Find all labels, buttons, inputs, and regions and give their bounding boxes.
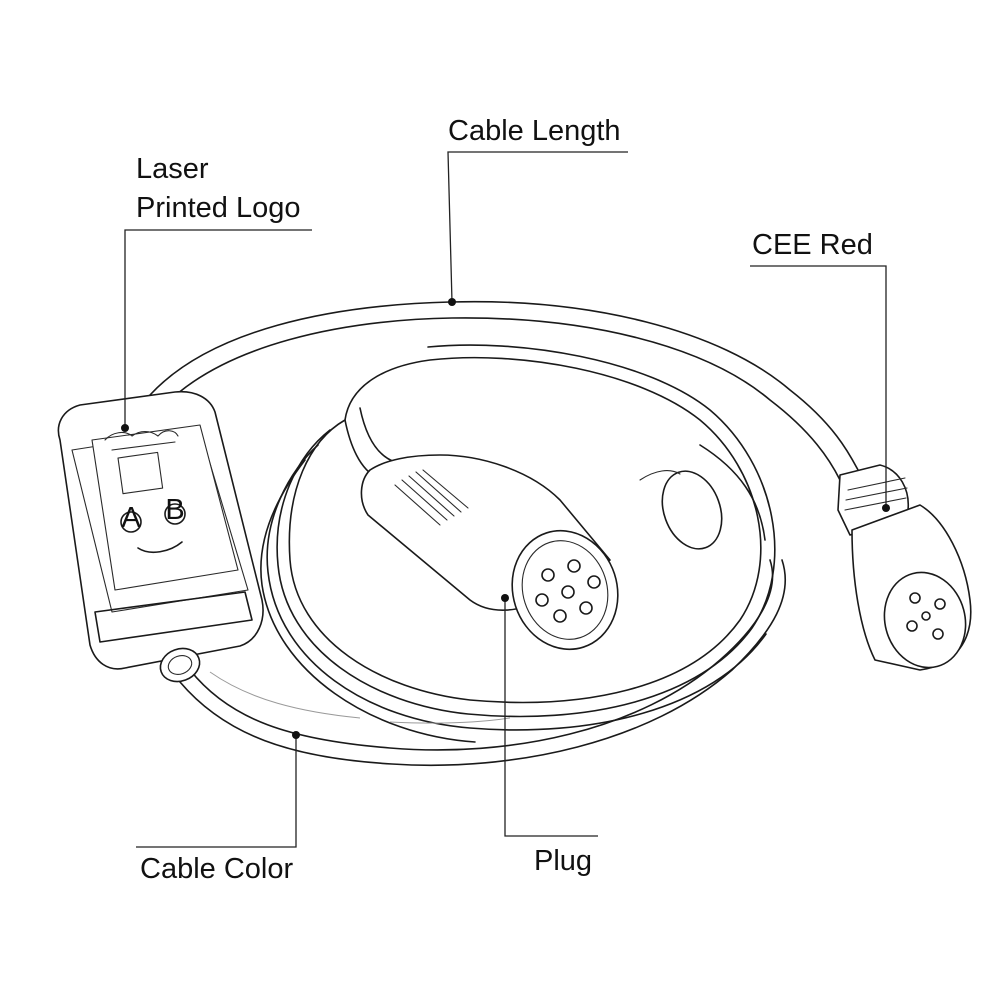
cee-plug (837, 464, 972, 671)
cable-gland (159, 647, 201, 683)
smile-icon (137, 541, 183, 554)
logo-label-line1: Laser (136, 153, 209, 185)
type2-plug (360, 454, 723, 651)
dust-cap (661, 470, 723, 550)
cable-color-label: Cable Color (140, 853, 293, 885)
cable-length-label: Cable Length (448, 115, 621, 147)
cable (149, 300, 859, 767)
plug-face (511, 529, 619, 651)
callout-cable-color: Cable Color (136, 731, 300, 885)
cee-red-label: CEE Red (752, 229, 873, 261)
callout-cee-red: CEE Red (750, 229, 890, 512)
logo-label-line2: Printed Logo (136, 192, 300, 224)
callout-cable-length: Cable Length (447, 115, 628, 306)
callout-plug: Plug (501, 594, 598, 877)
control-box: A B (57, 390, 264, 683)
grip-ribs (394, 469, 469, 526)
display-screen (117, 451, 164, 495)
button-a: A (120, 502, 142, 534)
button-b: B (164, 494, 186, 526)
cee-plug-pins (906, 592, 946, 640)
logo (104, 430, 179, 451)
button-a-label: A (121, 502, 141, 534)
button-b-label: B (165, 494, 184, 526)
callout-logo: Laser Printed Logo (121, 153, 312, 432)
plug-label: Plug (534, 845, 592, 877)
plug-pins (535, 559, 601, 623)
